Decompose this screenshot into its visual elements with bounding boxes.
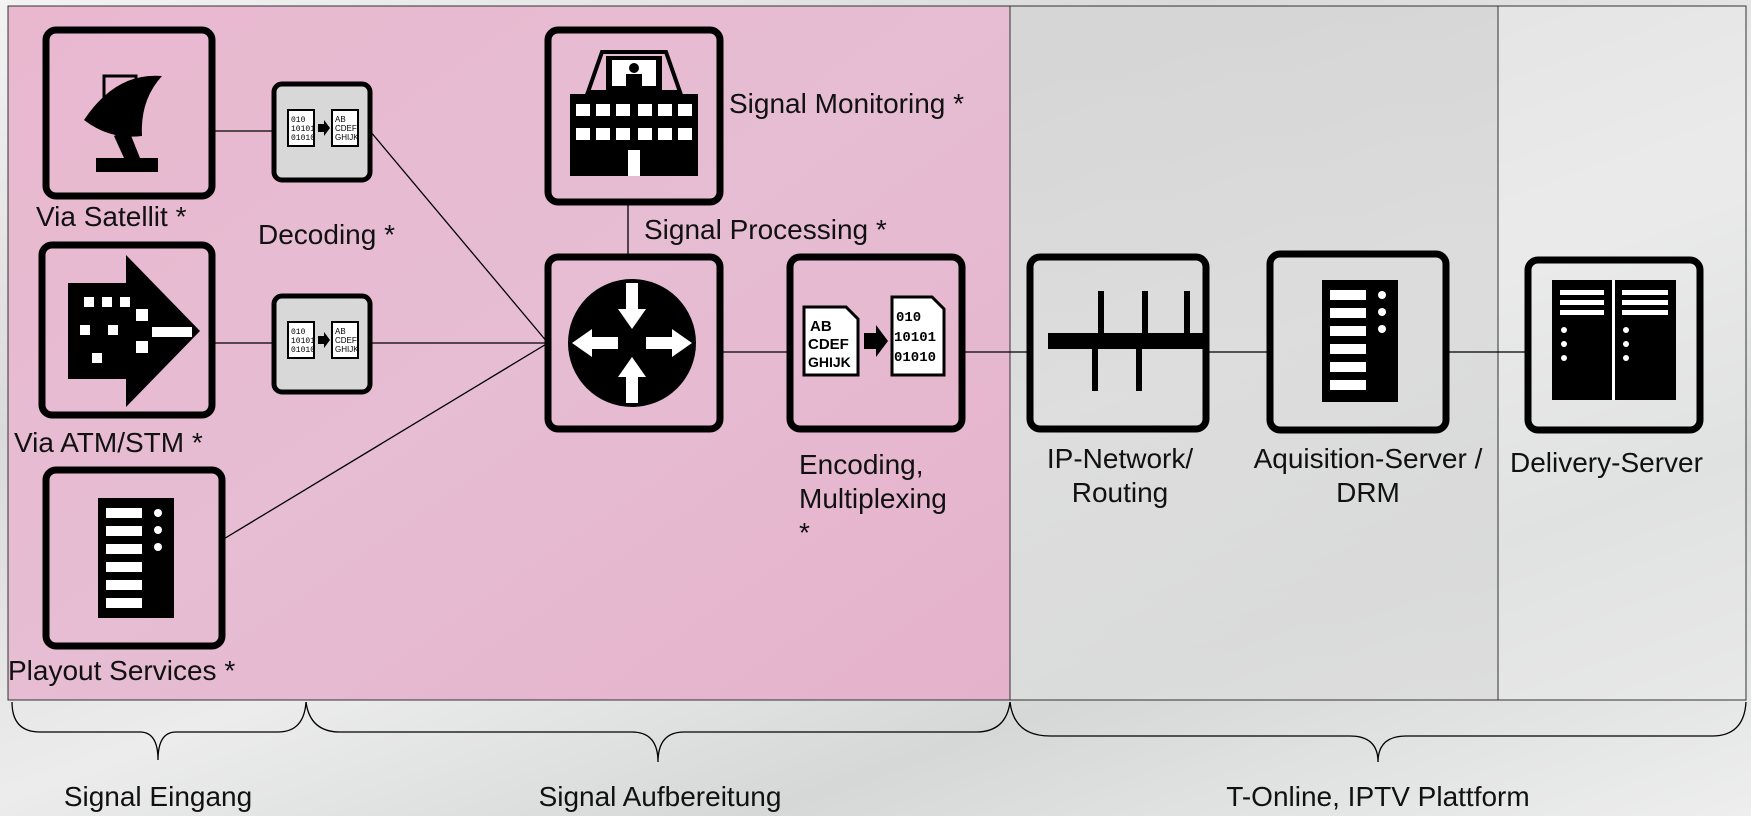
svg-text:AB: AB bbox=[335, 115, 346, 124]
svg-text:010: 010 bbox=[896, 310, 921, 326]
svg-text:GHIJK: GHIJK bbox=[335, 133, 359, 142]
router-icon bbox=[544, 253, 724, 433]
label-aquisition-server-drm: Aquisition-Server / DRM bbox=[1253, 443, 1483, 508]
satellite-dish-icon bbox=[42, 26, 216, 200]
label-via-atm-stm: Via ATM/STM * bbox=[14, 427, 203, 458]
label-playout-services: Playout Services * bbox=[8, 655, 236, 686]
svg-text:CDEF: CDEF bbox=[335, 336, 357, 345]
server-icon bbox=[1266, 250, 1450, 434]
server-icon bbox=[42, 466, 226, 650]
svg-text:010: 010 bbox=[291, 328, 306, 337]
svg-text:10101: 10101 bbox=[291, 125, 315, 134]
encoding-icon: AB CDEF GHIJK 010 10101 01010 bbox=[786, 253, 966, 433]
label-ip-network-routing: IP-Network/ Routing bbox=[1046, 443, 1194, 508]
svg-text:10101: 10101 bbox=[291, 337, 315, 346]
svg-text:CDEF: CDEF bbox=[808, 336, 849, 353]
group-label-signal-aufbereitung: Signal Aufbereitung bbox=[538, 781, 782, 812]
connector-decoding-router bbox=[369, 130, 549, 344]
group-label-iptv-plattform: T-Online, IPTV Plattform bbox=[1226, 781, 1530, 812]
svg-text:GHIJK: GHIJK bbox=[808, 354, 851, 370]
svg-text:010: 010 bbox=[291, 116, 306, 125]
label-encoding-multiplexing: Encoding, Multiplexing * bbox=[799, 449, 947, 548]
connections bbox=[210, 130, 1528, 541]
atm-switch-icon bbox=[38, 241, 216, 419]
label-delivery-server: Delivery-Server bbox=[1510, 447, 1703, 478]
svg-text:CDEF: CDEF bbox=[335, 124, 357, 133]
double-server-icon bbox=[1524, 256, 1704, 434]
label-signal-processing: Signal Processing * bbox=[644, 214, 887, 245]
connector-playout-router bbox=[221, 342, 549, 541]
svg-text:AB: AB bbox=[335, 327, 346, 336]
svg-text:GHIJK: GHIJK bbox=[335, 345, 359, 354]
group-braces bbox=[11, 701, 1747, 763]
label-signal-monitoring: Signal Monitoring * bbox=[729, 88, 965, 119]
label-decoding: Decoding * bbox=[258, 219, 395, 250]
brace-signal-eingang bbox=[11, 701, 307, 761]
platform-zone bbox=[1009, 5, 1499, 701]
svg-text:AB: AB bbox=[810, 318, 832, 335]
svg-text:01010: 01010 bbox=[894, 350, 936, 366]
label-via-satellit: Via Satellit * bbox=[36, 201, 187, 232]
group-label-signal-eingang: Signal Eingang bbox=[63, 781, 253, 812]
brace-iptv-plattform bbox=[1009, 701, 1747, 763]
decoding-icon: 010 10101 01010 AB CDEF GHIJK bbox=[271, 81, 373, 183]
decoding-icon: 010 10101 01010 AB CDEF GHIJK bbox=[271, 293, 373, 395]
monitoring-building-icon bbox=[544, 26, 724, 206]
network-bus-icon bbox=[1026, 253, 1210, 433]
svg-text:01010: 01010 bbox=[291, 346, 315, 355]
svg-text:10101: 10101 bbox=[894, 330, 936, 346]
brace-signal-aufbereitung bbox=[305, 701, 1011, 763]
svg-text:01010: 01010 bbox=[291, 134, 315, 143]
